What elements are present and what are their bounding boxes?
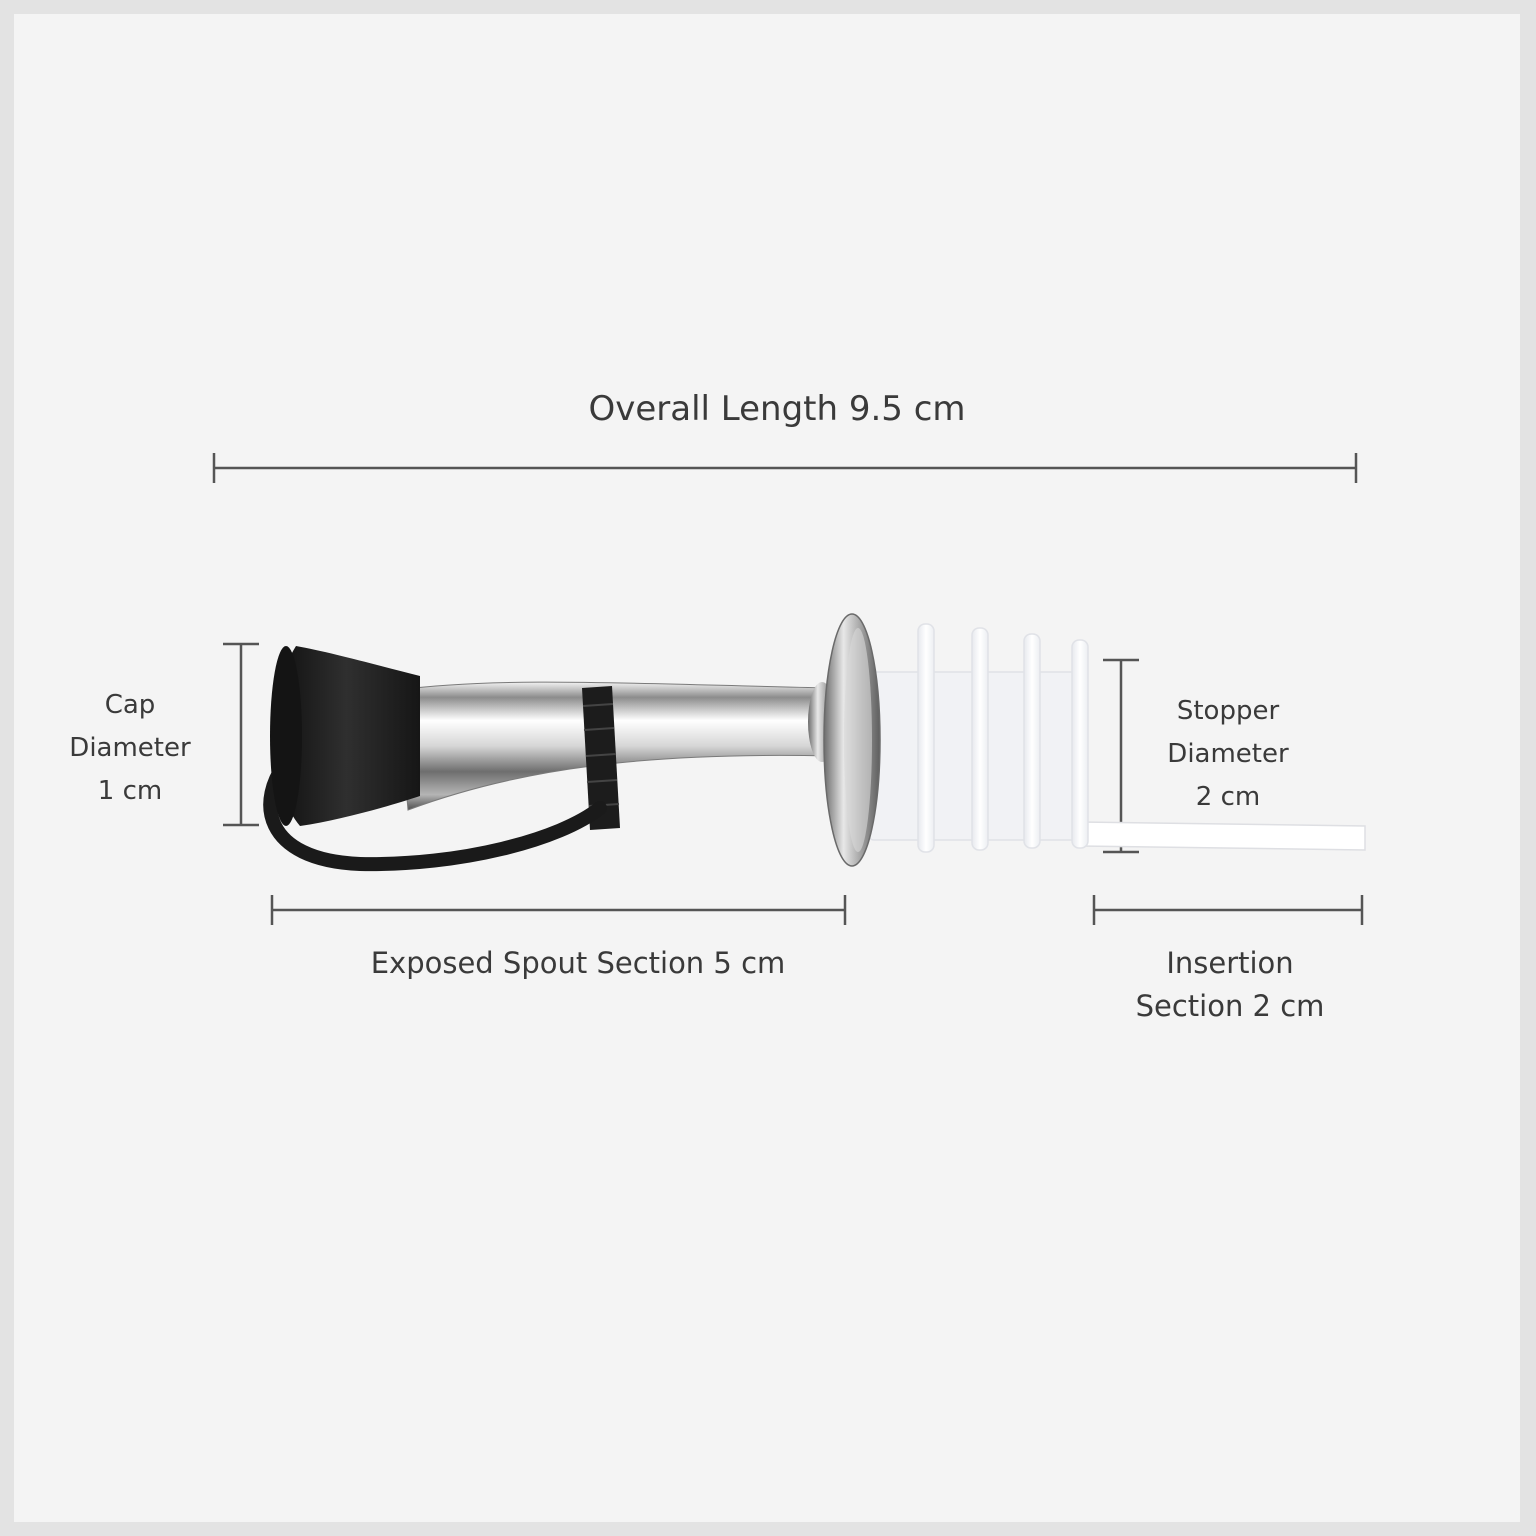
- overall-length-dimension: [212, 453, 1358, 483]
- stopper-fins: [867, 623, 1089, 853]
- cap-diameter-label: Cap Diameter 1 cm: [30, 684, 230, 813]
- cap-diameter-line-3: 1 cm: [97, 776, 163, 806]
- stopper-diameter-dimension: [1103, 658, 1139, 854]
- stopper-diameter-line-1: Stopper: [1176, 696, 1280, 726]
- exposed-spout-label: Exposed Spout Section 5 cm: [370, 946, 786, 980]
- black-cap: [273, 646, 420, 826]
- cap-strap: [263, 753, 607, 872]
- insertion-tube: [1079, 821, 1366, 851]
- overall-length-label: Overall Length 9.5 cm: [588, 389, 966, 429]
- insertion-section-dimension: [1092, 895, 1364, 925]
- insertion-line-1: Insertion: [1166, 946, 1294, 980]
- cap-diameter-dimension: [223, 642, 259, 827]
- exposed-spout-dimension: [270, 895, 847, 925]
- image-frame: [14, 14, 1520, 1522]
- stopper-diameter-label: Stopper Diameter 2 cm: [1128, 690, 1328, 819]
- cap-diameter-line-1: Cap: [104, 690, 156, 720]
- insertion-section-label: Insertion Section 2 cm: [1080, 942, 1380, 1028]
- cap-diameter-line-2: Diameter: [69, 733, 191, 763]
- stopper-diameter-line-2: Diameter: [1167, 739, 1289, 769]
- stopper-diameter-line-3: 2 cm: [1195, 782, 1261, 812]
- insertion-line-2: Section 2 cm: [1135, 989, 1325, 1023]
